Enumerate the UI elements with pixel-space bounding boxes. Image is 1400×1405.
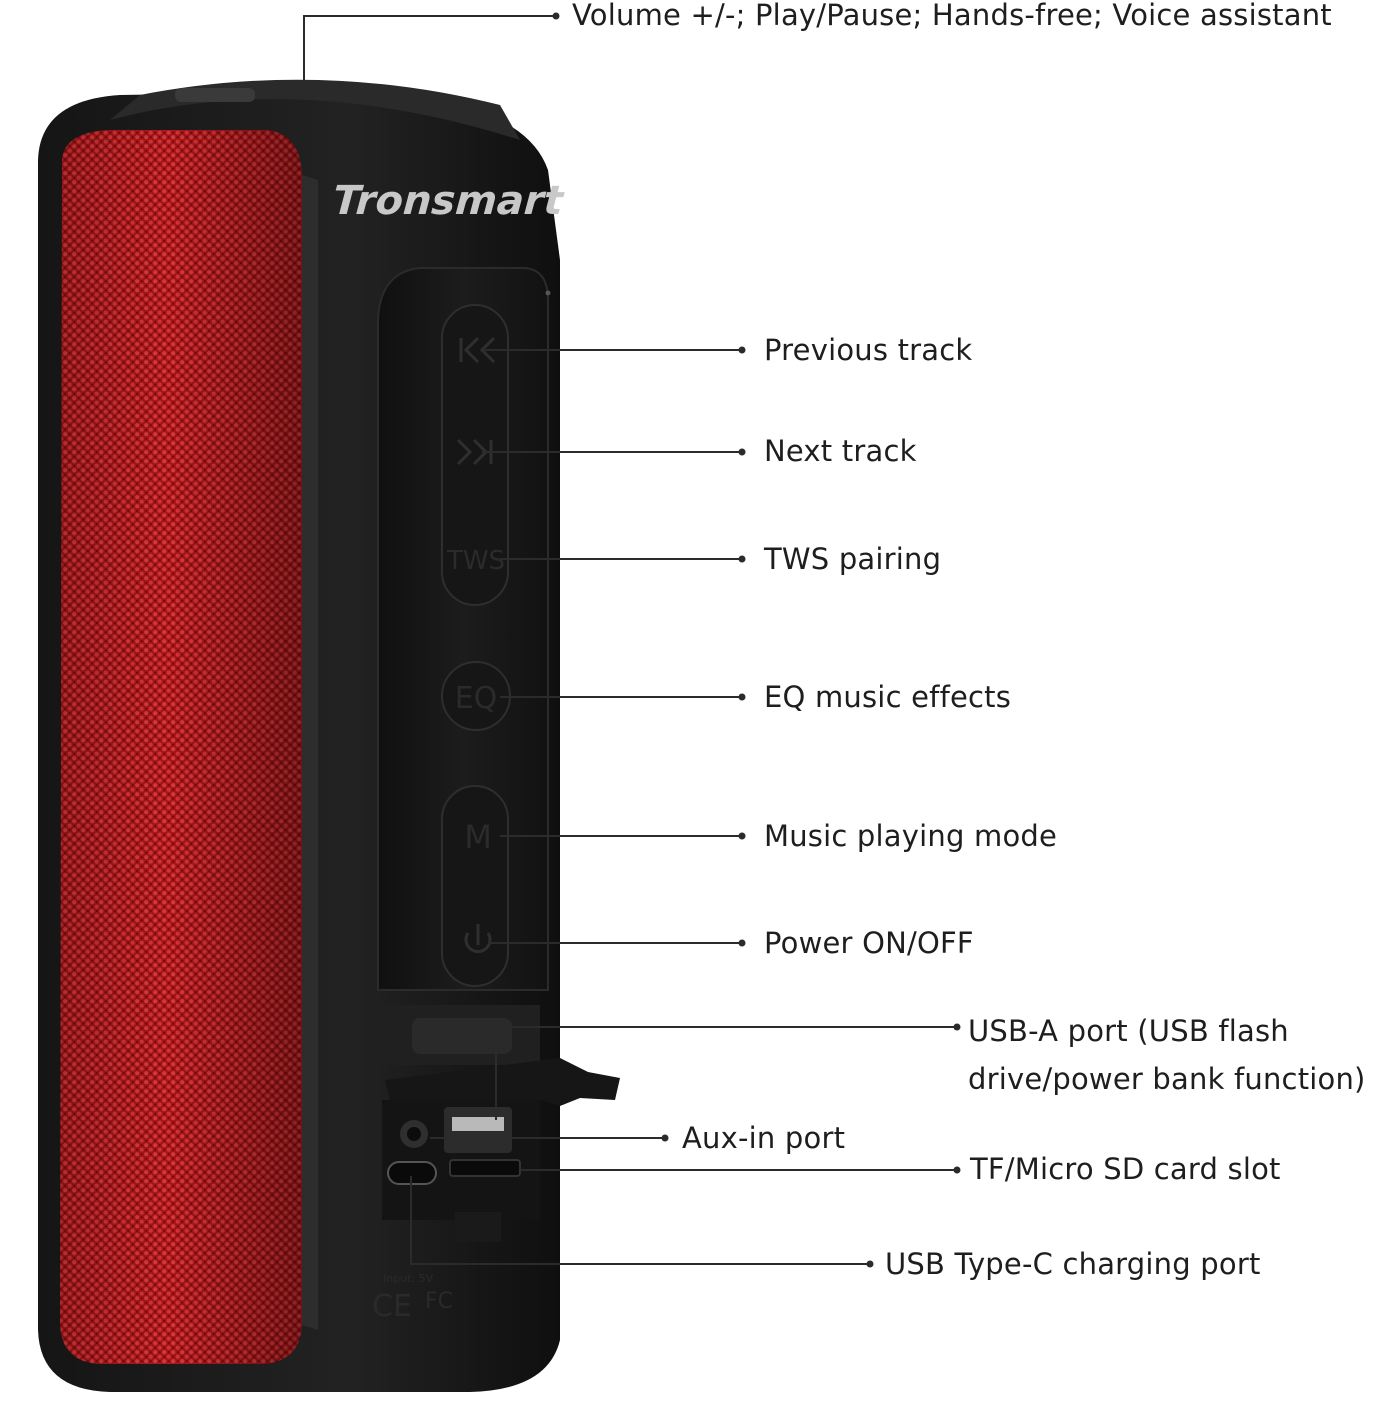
callout-usb-a-line1: USB-A port (USB flash	[968, 1014, 1289, 1048]
ce-mark: CE	[372, 1289, 412, 1324]
callout-tf-card: TF/Micro SD card slot	[970, 1152, 1281, 1186]
callout-aux-in: Aux-in port	[682, 1121, 846, 1155]
callout-music-mode: Music playing mode	[764, 819, 1058, 853]
eq-button[interactable]: EQ	[455, 681, 498, 716]
callout-next-track: Next track	[764, 434, 917, 468]
button-group-mode-power	[441, 785, 509, 987]
button-group-playback	[441, 304, 509, 606]
callout-tws-pairing: TWS pairing	[764, 542, 942, 576]
brand-logo: Tronsmart	[331, 178, 566, 224]
callout-dots	[552, 12, 961, 1268]
callout-usb-c: USB Type-C charging port	[885, 1247, 1261, 1281]
callout-previous-track: Previous track	[764, 333, 973, 367]
fc-mark: FC	[425, 1289, 453, 1314]
tf-card-slot	[449, 1159, 521, 1177]
power-icon[interactable]	[464, 924, 492, 954]
top-button	[175, 88, 255, 102]
speaker-body: Tronsmart TWS EQ M	[38, 79, 620, 1393]
regulatory-text: Input: 5V	[383, 1272, 434, 1285]
callout-eq-effects: EQ music effects	[764, 680, 1012, 714]
port-flap	[385, 1058, 620, 1106]
callout-power: Power ON/OFF	[764, 926, 974, 960]
mode-button[interactable]: M	[464, 818, 492, 856]
callout-volume-play: Volume +/-; Play/Pause; Hands-free; Voic…	[572, 0, 1332, 32]
callout-usb-a-line2: drive/power bank function)	[968, 1062, 1366, 1096]
tws-button[interactable]: TWS	[446, 546, 505, 576]
callout-lines	[303, 15, 957, 1265]
